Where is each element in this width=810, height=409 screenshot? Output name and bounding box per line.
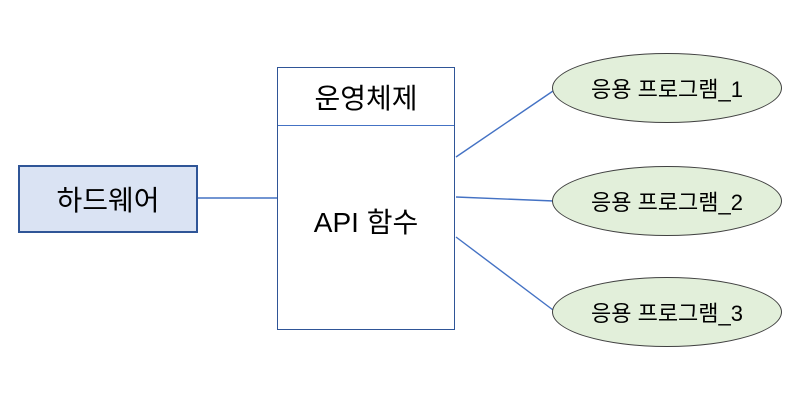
hardware-label: 하드웨어 <box>56 185 160 216</box>
connector-api-app2 <box>455 196 555 202</box>
os-header-section: 운영체제 <box>278 68 454 126</box>
connector-api-app1 <box>455 90 554 158</box>
os-label: 운영체제 <box>314 82 418 114</box>
api-label: API 함수 <box>313 206 419 238</box>
app-node-1: 응용 프로그램_1 <box>552 53 782 123</box>
os-api-node: 운영체제 API 함수 <box>277 67 455 330</box>
app-node-2: 응용 프로그램_2 <box>552 166 782 236</box>
api-section: API 함수 <box>278 126 454 329</box>
connector-api-app3 <box>455 236 554 311</box>
app-node-3: 응용 프로그램_3 <box>552 277 782 347</box>
app-2-label: 응용 프로그램_2 <box>590 190 744 215</box>
app-1-label: 응용 프로그램_1 <box>590 77 744 102</box>
app-3-label: 응용 프로그램_3 <box>590 301 744 326</box>
hardware-node: 하드웨어 <box>18 165 198 233</box>
